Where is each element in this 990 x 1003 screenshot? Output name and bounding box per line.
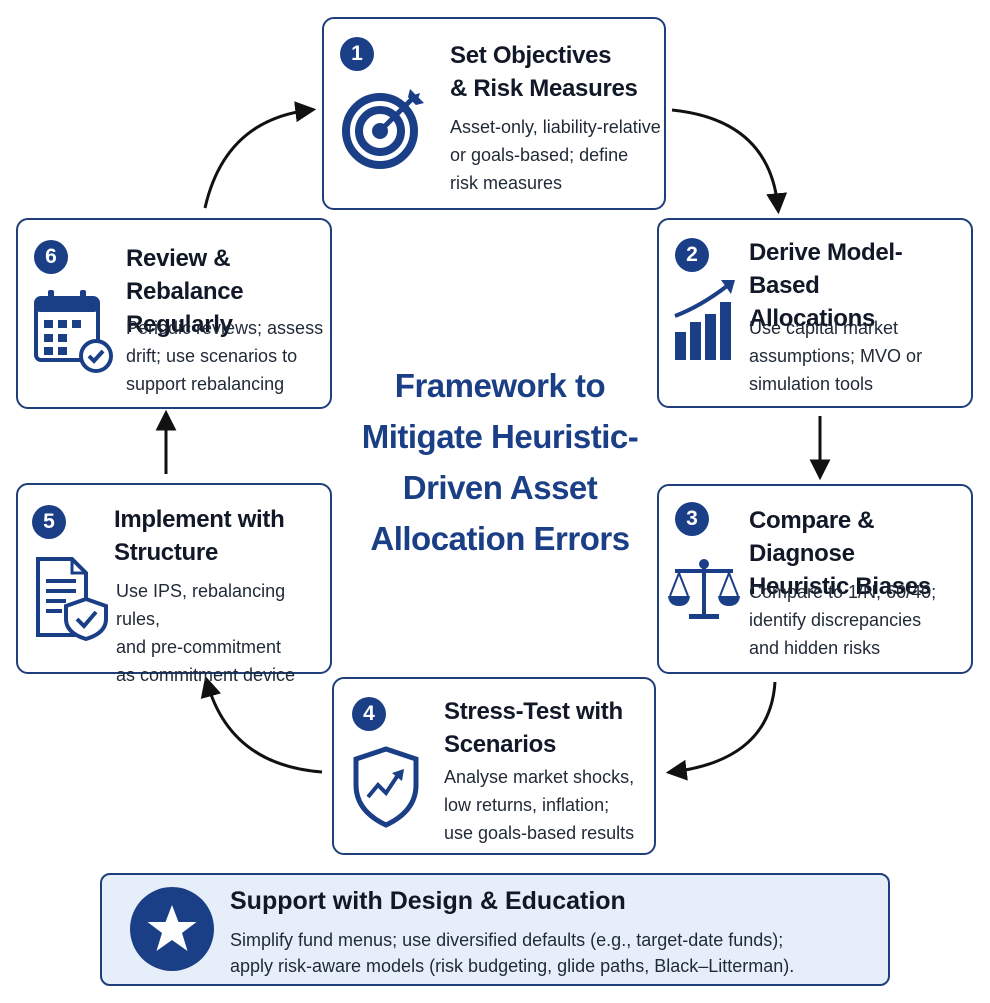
arrow-1-to-2 (671, 108, 788, 215)
step-3-number: 3 (675, 502, 709, 536)
step-5-number: 5 (32, 505, 66, 539)
document-shield-icon (36, 557, 108, 641)
step-4-number: 4 (352, 697, 386, 731)
balance-scale-icon (668, 559, 740, 619)
step-6-number: 6 (34, 240, 68, 274)
growth-chart-icon (674, 280, 735, 360)
target-icon (342, 89, 424, 169)
shield-trend-icon (353, 746, 419, 828)
support-title: Support with Design & Education (230, 887, 626, 915)
star-icon (147, 905, 197, 951)
arrow-3-to-4 (665, 681, 777, 781)
arrow-4-to-5 (200, 675, 323, 774)
calendar-check-icon (34, 290, 113, 373)
step-1-number: 1 (340, 37, 374, 71)
step-5-desc: Use IPS, rebalancing rules,and pre-commi… (116, 581, 296, 685)
center-title: Framework to Mitigate Heuristic-Driven A… (361, 367, 639, 557)
step-2-number: 2 (675, 238, 709, 272)
step-4-desc: Analyse market shocks,low returns, infla… (444, 767, 635, 843)
star-badge (130, 887, 214, 971)
support-box: Support with Design & Education Simplify… (100, 873, 890, 986)
step-1-card: 1 Set Objectives& Risk Measures Asset-on… (322, 17, 666, 210)
step-3-desc: Compare to 1/N, 60/40;identify discrepan… (749, 582, 937, 658)
step-1-title: Set Objectives& Risk Measures (450, 42, 638, 102)
support-desc: Simplify fund menus; use diversified def… (230, 930, 795, 976)
arrow-6-to-1 (203, 101, 317, 209)
